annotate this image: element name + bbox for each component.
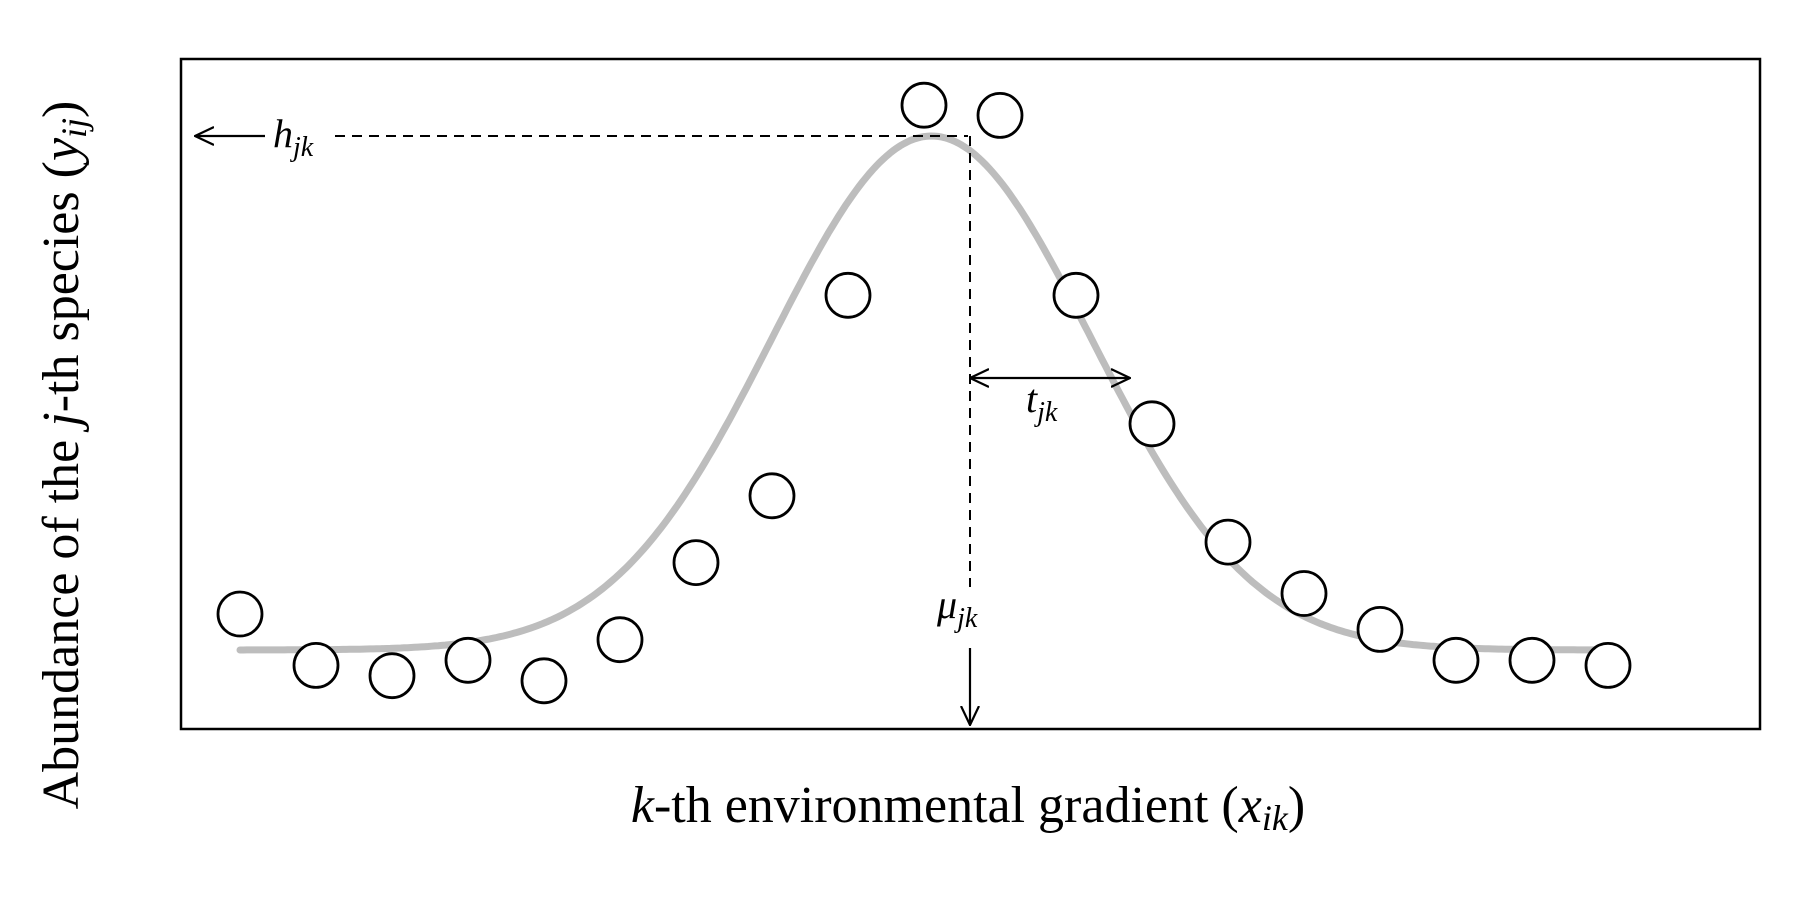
observation-point [1508,636,1556,684]
observation-point [444,636,492,684]
observation-point [748,472,796,520]
observation-point [976,92,1024,139]
x-axis-label: k-th environmental gradient (xik) [631,777,1305,838]
observation-point [1204,518,1252,566]
observation-point [1128,400,1176,448]
observation-point [216,590,264,638]
observation-point [520,657,568,705]
observation-point [1052,271,1100,319]
observation-point [1356,606,1404,653]
height-annotation: hjk [195,111,968,163]
tolerance-label: tjk [1026,376,1058,428]
height-label: hjk [273,111,314,163]
observation-point [1584,642,1632,689]
observation-point [824,271,872,319]
optimum-label: μjk [936,582,978,634]
observation-point [900,81,948,129]
optimum-annotation: μjk [936,136,978,725]
tolerance-annotation: tjk [970,376,1130,428]
observation-point [368,652,416,700]
observation-point [1280,570,1328,617]
observation-point [672,539,720,586]
plot-frame [179,57,1762,731]
observation-point [596,616,644,664]
observation-point [1432,636,1480,684]
response-curve [236,132,1612,654]
observation-point [292,642,340,689]
observation-points [216,81,1632,705]
y-axis-label: Abundance of the j-th species (yij) [33,101,94,810]
